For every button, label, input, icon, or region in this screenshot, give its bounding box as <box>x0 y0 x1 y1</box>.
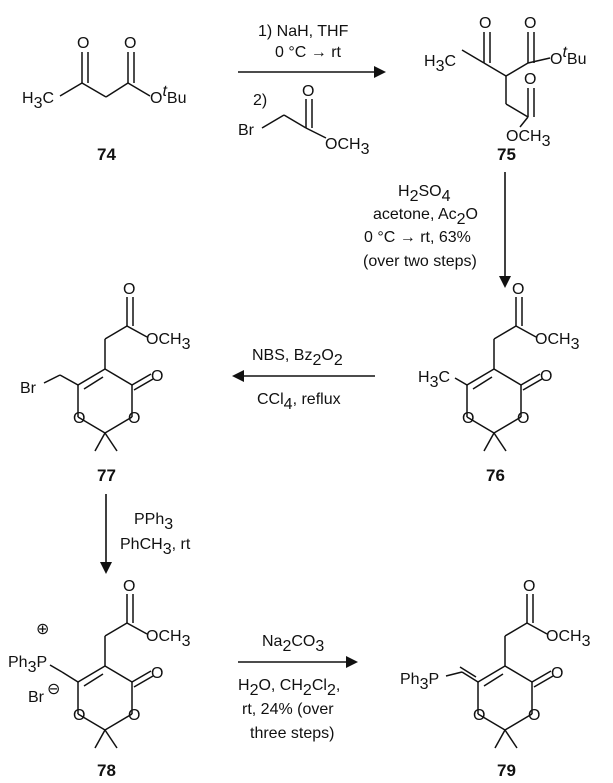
compound-77-structure: Br O OCH3 O O O <box>20 281 191 452</box>
atom-o: O <box>540 368 552 385</box>
atom-och3: OCH3 <box>325 136 370 158</box>
atom-o: O <box>524 71 536 88</box>
atom-o: O <box>473 707 485 724</box>
atom-o: O <box>128 707 140 724</box>
atom-o: O <box>551 665 563 682</box>
atom-o: O <box>151 368 163 385</box>
minus-charge: ⊖ <box>47 681 60 698</box>
step5-line4: three steps) <box>250 725 334 742</box>
step4-conditions: PPh3 PhCH3, rt <box>120 511 191 558</box>
atom-otbu: OtBu <box>150 83 186 107</box>
compound-76-structure: H3C O OCH3 O O O <box>418 281 580 452</box>
atom-o: O <box>523 578 535 595</box>
atom-o: O <box>302 83 314 100</box>
atom-otbu: OtBu <box>550 44 586 68</box>
compound-label-76: 76 <box>486 466 505 485</box>
compound-label-74: 74 <box>97 145 116 164</box>
compound-label-79: 79 <box>497 761 516 780</box>
step3-conditions: NBS, Bz2O2 CCl4, reflux <box>252 347 343 413</box>
atom-o: O <box>524 15 536 32</box>
step2-line2: acetone, Ac2O <box>373 206 478 228</box>
step1-conditions: 1) NaH, THF 0 °C → rt 2) Br O OCH3 <box>238 23 370 158</box>
compound-74-structure: O O H3C OtBu <box>22 35 186 112</box>
reaction-arrow-3 <box>232 370 375 382</box>
atom-o: O <box>528 707 540 724</box>
step1-line2: 0 °C → rt <box>275 44 342 61</box>
step3-line1: NBS, Bz2O2 <box>252 347 343 369</box>
step2-line4: (over two steps) <box>363 253 477 270</box>
compound-label-75: 75 <box>497 145 516 164</box>
compound-79-structure: Ph3P O OCH3 O O O <box>400 578 591 749</box>
step5-line1: Na2CO3 <box>262 633 324 655</box>
atom-o: O <box>517 410 529 427</box>
atom-ph3p: Ph3P <box>400 671 439 693</box>
atom-br: Br <box>20 380 37 397</box>
step2-conditions: H2SO4 acetone, Ac2O 0 °C → rt, 63% (over… <box>363 183 478 270</box>
atom-ph3p: Ph3P <box>8 654 47 676</box>
atom-o: O <box>479 15 491 32</box>
atom-o: O <box>512 281 524 298</box>
step1-line3: 2) <box>253 92 267 109</box>
atom-o: O <box>123 281 135 298</box>
atom-o: O <box>128 410 140 427</box>
atom-och3: OCH3 <box>146 628 191 650</box>
step3-line2: CCl4, reflux <box>257 391 341 413</box>
atom-br: Br <box>238 122 255 139</box>
step2-line1: H2SO4 <box>398 183 451 205</box>
compound-label-78: 78 <box>97 761 116 780</box>
plus-charge: ⊕ <box>36 621 49 638</box>
step5-line2: H2O, CH2Cl2, <box>238 677 340 699</box>
atom-och3: OCH3 <box>535 331 580 353</box>
reaction-arrow-2 <box>499 172 511 288</box>
step2-line3: 0 °C → rt, 63% <box>364 229 471 246</box>
atom-o: O <box>77 35 89 52</box>
atom-o: O <box>73 707 85 724</box>
atom-o: O <box>151 665 163 682</box>
atom-o: O <box>124 35 136 52</box>
step1-line1: 1) NaH, THF <box>258 23 349 40</box>
atom-och3: OCH3 <box>146 331 191 353</box>
compound-78-structure: Ph3P ⊕ Br ⊖ O OCH3 O O O <box>8 578 191 749</box>
atom-h3c: H3C <box>424 53 456 75</box>
atom-h3c: H3C <box>22 90 54 112</box>
reaction-arrow-5 <box>238 656 358 668</box>
compound-75-structure: H3C O O OtBu O OCH3 <box>424 15 586 150</box>
reaction-arrow-1 <box>238 66 386 78</box>
atom-br-counterion: Br <box>28 689 45 706</box>
step4-line2: PhCH3, rt <box>120 536 191 558</box>
atom-o: O <box>123 578 135 595</box>
atom-o: O <box>73 410 85 427</box>
step4-line1: PPh3 <box>134 511 173 533</box>
atom-och3: OCH3 <box>506 128 551 150</box>
atom-h3c: H3C <box>418 369 450 391</box>
reaction-arrow-4 <box>100 494 112 574</box>
step5-conditions: Na2CO3 H2O, CH2Cl2, rt, 24% (over three … <box>238 633 340 742</box>
atom-o: O <box>462 410 474 427</box>
atom-och3: OCH3 <box>546 628 591 650</box>
step5-line3: rt, 24% (over <box>242 701 334 718</box>
compound-label-77: 77 <box>97 466 116 485</box>
